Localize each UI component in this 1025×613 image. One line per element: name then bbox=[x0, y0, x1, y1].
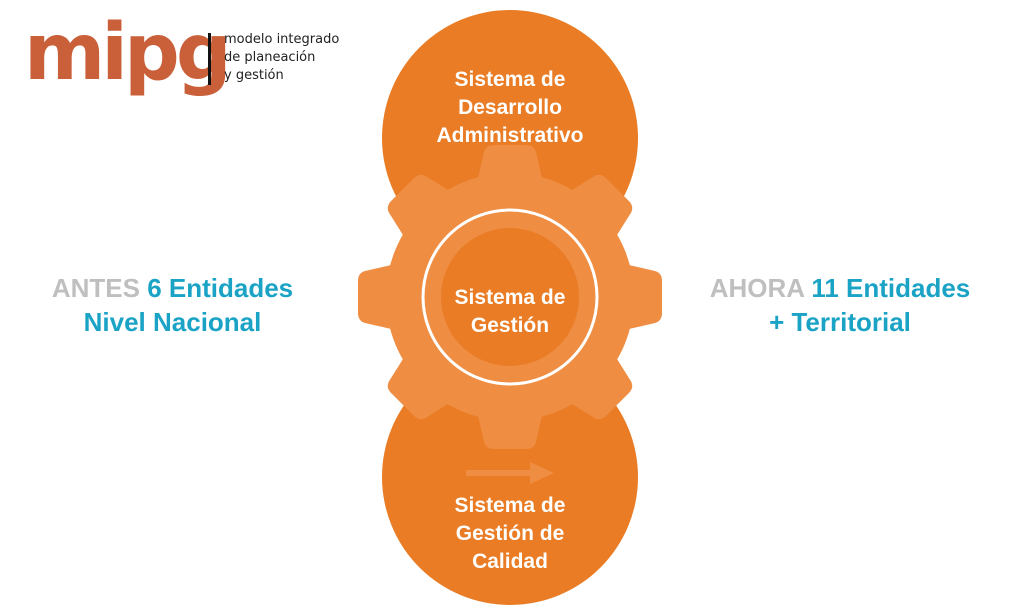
center-label: Sistema de Gestión bbox=[430, 284, 590, 340]
logo-divider bbox=[208, 33, 211, 85]
gear-tooth bbox=[387, 174, 457, 244]
before-scope: Nivel Nacional bbox=[83, 307, 262, 337]
gear-tooth bbox=[620, 263, 662, 331]
label-line: Sistema de bbox=[454, 494, 566, 517]
bottom-circle bbox=[382, 349, 638, 605]
bottom-circle-label: Sistema de Gestión de Calidad bbox=[390, 492, 630, 576]
arrow-icon bbox=[466, 462, 554, 484]
gear-tooth bbox=[387, 350, 457, 420]
after-label: AHORA 11 Entidades + Territorial bbox=[685, 271, 995, 339]
label-line: Sistema de bbox=[454, 68, 566, 91]
after-prefix: AHORA bbox=[709, 273, 805, 303]
tagline-line: y gestión bbox=[224, 68, 284, 83]
gear-tooth bbox=[476, 145, 544, 187]
after-count: 11 Entidades bbox=[811, 273, 971, 303]
gear-tooth bbox=[476, 407, 544, 449]
gear-tooth bbox=[563, 174, 633, 244]
tagline-line: de planeación bbox=[224, 50, 316, 65]
center-circle bbox=[441, 228, 579, 366]
label-line: Desarrollo bbox=[458, 96, 562, 119]
logo-tagline: modelo integrado de planeación y gestión bbox=[224, 31, 339, 85]
label-line: Gestión de bbox=[455, 522, 565, 545]
before-label: ANTES 6 Entidades Nivel Nacional bbox=[20, 271, 325, 339]
top-circle-label: Sistema de Desarrollo Administrativo bbox=[390, 66, 630, 150]
before-count: 6 Entidades bbox=[147, 273, 294, 303]
after-scope: + Territorial bbox=[769, 307, 911, 337]
label-line: Sistema de bbox=[454, 286, 566, 309]
gear-tooth bbox=[563, 350, 633, 420]
label-line: Administrativo bbox=[436, 124, 584, 147]
center-ring bbox=[421, 208, 599, 386]
gear-tooth bbox=[358, 263, 400, 331]
label-line: Gestión bbox=[470, 314, 550, 337]
logo-wordmark: mipg bbox=[24, 8, 232, 98]
before-prefix: ANTES bbox=[51, 273, 140, 303]
tagline-line: modelo integrado bbox=[224, 32, 340, 47]
label-line: Calidad bbox=[472, 550, 548, 573]
